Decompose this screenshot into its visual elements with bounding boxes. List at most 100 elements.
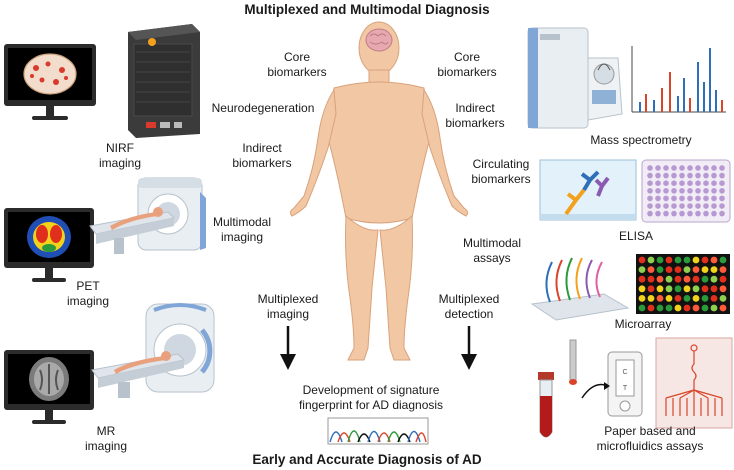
- elisa-well: [647, 165, 653, 171]
- microarray-spot: [701, 275, 709, 283]
- microarray-spot: [719, 256, 727, 264]
- microarray-spot: [656, 285, 664, 293]
- elisa-well: [663, 203, 669, 209]
- elisa-plate-icon: [641, 159, 731, 223]
- multimodal-imaging-label: Multimodal imaging: [212, 215, 272, 244]
- microarray-spot: [638, 256, 646, 264]
- microarray-spot: [683, 295, 691, 302]
- elisa-well: [679, 203, 685, 209]
- elisa-well: [687, 210, 693, 217]
- elisa-well: [671, 172, 677, 179]
- elisa-well: [679, 180, 685, 186]
- microarray-spot: [701, 304, 709, 312]
- elisa-well: [703, 188, 709, 194]
- microarray-spot: [719, 304, 727, 312]
- microarray-spot: [638, 304, 646, 312]
- microarray-spot: [683, 285, 691, 293]
- microarray-spot: [665, 304, 673, 312]
- elisa-well: [663, 195, 669, 202]
- elisa-tank-icon: [539, 159, 637, 221]
- top-title: Multiplexed and Multimodal Diagnosis: [244, 2, 490, 17]
- microarray-spot: [647, 304, 655, 312]
- elisa-well: [695, 172, 701, 179]
- elisa-well: [703, 203, 709, 209]
- human-body-icon: [289, 21, 469, 361]
- elisa-well: [687, 188, 693, 194]
- svg-text:C: C: [622, 369, 627, 376]
- mass-spectrometry-label: Mass spectrometry: [590, 133, 692, 147]
- microarray-spot: [674, 256, 682, 264]
- microarray-spot: [701, 285, 709, 293]
- elisa-well: [663, 210, 669, 217]
- pet-label: PET imaging: [66, 279, 110, 308]
- elisa-well: [647, 210, 653, 217]
- elisa-well: [719, 195, 725, 202]
- bottom-title: Early and Accurate Diagnosis of AD: [252, 452, 482, 467]
- microarray-spot: [692, 285, 700, 293]
- elisa-well: [647, 180, 653, 186]
- svg-text:T: T: [623, 385, 628, 392]
- microarray-spot: [638, 295, 646, 302]
- microarray-spot: [710, 285, 718, 293]
- microarray-spot: [656, 256, 664, 264]
- left-down-arrow-icon: [280, 326, 296, 370]
- elisa-well: [687, 172, 693, 179]
- elisa-well: [671, 165, 677, 171]
- elisa-well: [687, 195, 693, 202]
- elisa-well: [711, 195, 717, 202]
- left-indirect-biomarkers: Indirect biomarkers: [232, 141, 292, 170]
- elisa-well: [703, 165, 709, 171]
- microarray-spot: [683, 266, 691, 273]
- elisa-well: [655, 165, 661, 171]
- microarray-spot: [638, 275, 646, 283]
- microarray-spot: [656, 266, 664, 273]
- elisa-well: [687, 180, 693, 186]
- elisa-well: [719, 165, 725, 171]
- elisa-well: [687, 203, 693, 209]
- paper-assay-icon: C T: [569, 339, 643, 417]
- nirf-label: NIRF imaging: [98, 141, 142, 170]
- elisa-well: [679, 165, 685, 171]
- microarray-spot: [710, 295, 718, 302]
- microarray-spot: [638, 285, 646, 293]
- microarray-spot: [710, 266, 718, 273]
- right-indirect-biomarkers: Indirect biomarkers: [445, 101, 505, 130]
- elisa-well: [655, 210, 661, 217]
- right-core-biomarkers: Core biomarkers: [437, 50, 497, 79]
- microarray-spot: [656, 304, 664, 312]
- elisa-well: [687, 165, 693, 171]
- elisa-well: [695, 188, 701, 194]
- mr-label: MR imaging: [84, 424, 128, 453]
- elisa-well: [679, 172, 685, 179]
- pet-monitor-icon: [4, 208, 94, 282]
- nirf-imager-icon: [128, 24, 200, 138]
- elisa-well: [679, 188, 685, 194]
- microarray-spot: [692, 275, 700, 283]
- microarray-grid-icon: [636, 254, 730, 314]
- multiplexed-imaging-label: Multiplexed imaging: [257, 292, 319, 321]
- elisa-well: [703, 210, 709, 217]
- microarray-spot: [674, 304, 682, 312]
- microarray-spot: [674, 266, 682, 273]
- microarray-spot: [656, 295, 664, 302]
- microarray-spot: [683, 304, 691, 312]
- microarray-spot: [683, 256, 691, 264]
- multimodal-assays-label: Multimodal assays: [462, 236, 522, 265]
- microarray-spot: [665, 295, 673, 302]
- microarray-spot: [710, 304, 718, 312]
- microarray-spot: [656, 275, 664, 283]
- chromatogram-icon: [327, 417, 429, 445]
- elisa-well: [663, 180, 669, 186]
- elisa-label: ELISA: [618, 229, 654, 243]
- microarray-spot: [665, 266, 673, 273]
- elisa-well: [695, 195, 701, 202]
- microarray-spot: [701, 256, 709, 264]
- elisa-well: [711, 180, 717, 186]
- mr-monitor-icon: [4, 350, 94, 424]
- elisa-well: [671, 195, 677, 202]
- microarray-spot: [701, 295, 709, 302]
- neurodegeneration-label: Neurodegeneration: [211, 101, 315, 115]
- microarray-spot: [719, 275, 727, 283]
- elisa-well: [695, 210, 701, 217]
- microarray-spot: [692, 295, 700, 302]
